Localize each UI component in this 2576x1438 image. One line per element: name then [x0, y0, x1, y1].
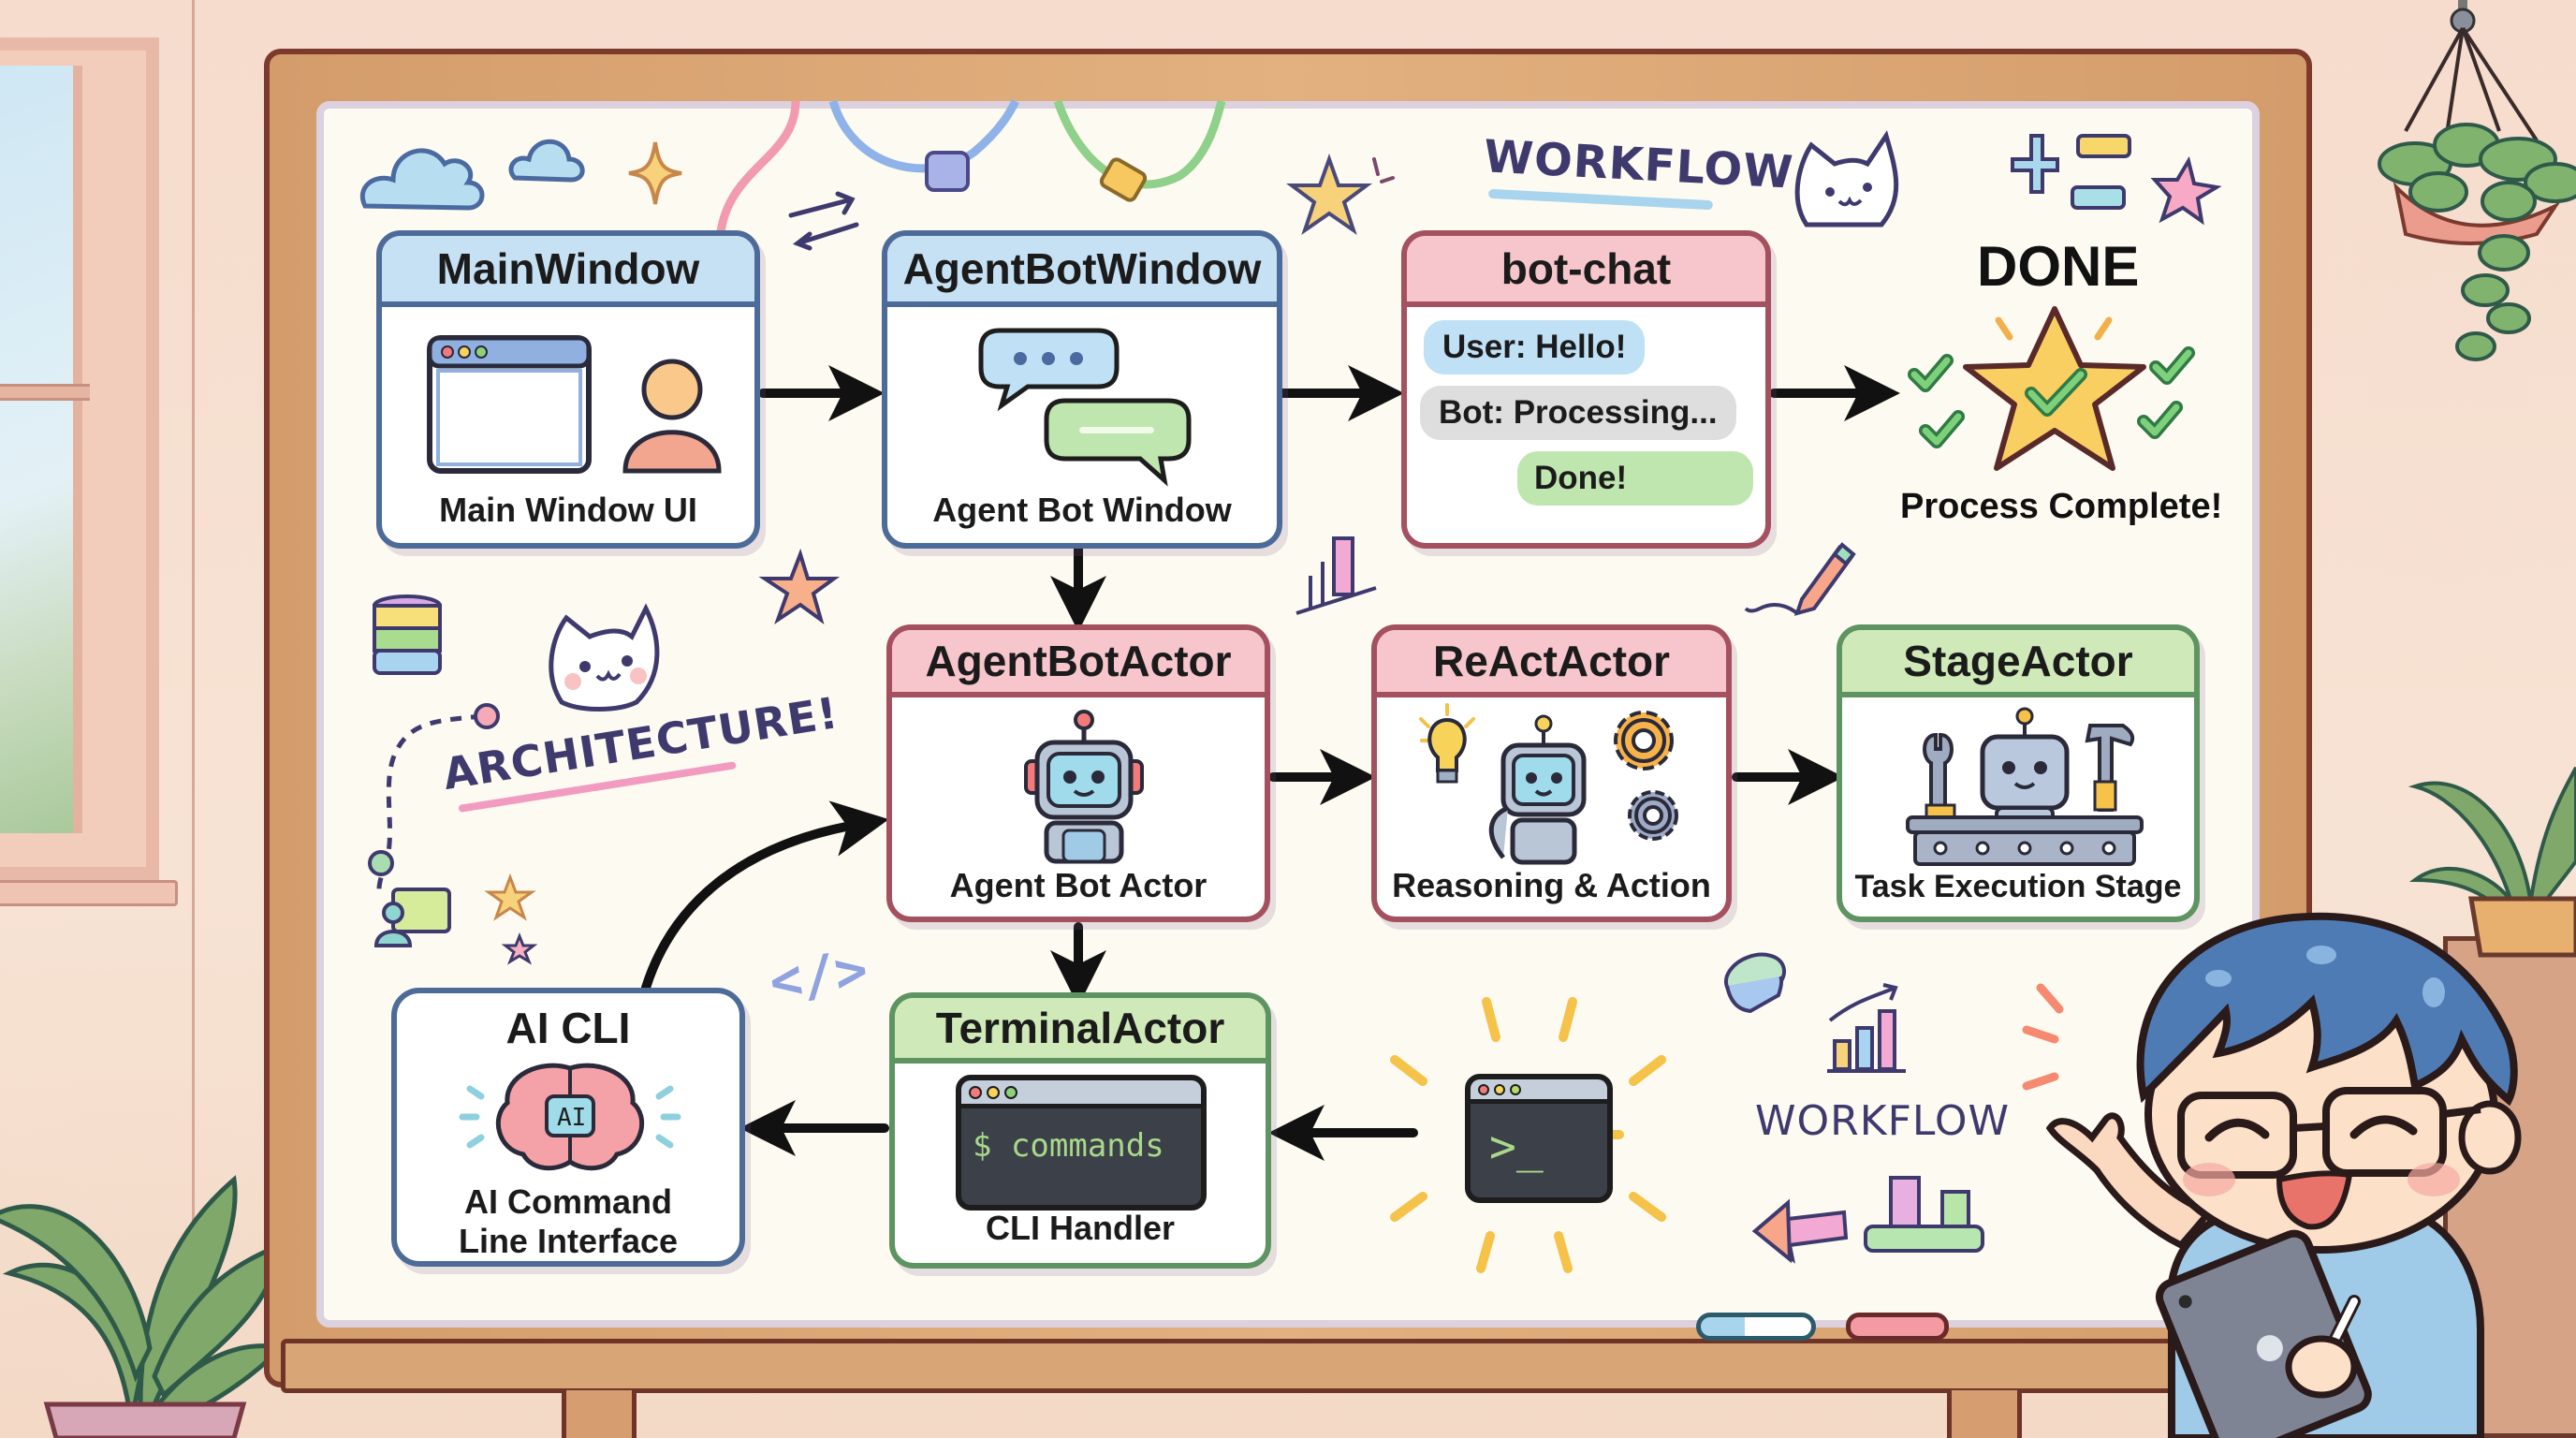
marker-blue[interactable] — [1696, 1313, 1816, 1341]
robot-thinking-icon — [1419, 703, 1678, 865]
ai-badge: AI — [557, 1104, 587, 1132]
dashed-path-icon — [368, 703, 500, 890]
node-title: AI CLI — [505, 1004, 631, 1052]
node-agentbotwindow[interactable]: AgentBotWindow Agent Bot Window — [882, 230, 1282, 549]
cables-icon — [716, 98, 1226, 233]
cat-face-top-icon — [1794, 130, 1899, 227]
node-caption: Agent Bot Window — [932, 491, 1232, 529]
star-pink-icon — [2150, 155, 2222, 226]
small-stars-icon — [484, 873, 538, 965]
room-window-glass — [0, 66, 82, 833]
chat-message-bot: Bot: Processing... — [1420, 386, 1736, 440]
data-ring-icon — [1724, 952, 1786, 1014]
potted-plant-right-icon — [2408, 767, 2576, 958]
node-agentbotactor[interactable]: AgentBotActor Agent Bot Actor — [886, 624, 1270, 922]
sparkle-icon — [628, 141, 682, 205]
cat-face-left-icon — [549, 603, 660, 712]
terminal-prompt-text: >_ — [1489, 1121, 1544, 1173]
back-arrow-icon — [1751, 1198, 1849, 1264]
room-window-sill — [0, 880, 178, 906]
robot-workbench-icon — [1906, 707, 2144, 866]
clouds-icon — [359, 139, 585, 211]
terminal-prompt-window[interactable]: >_ — [1465, 1074, 1613, 1203]
done-caption: Process Complete! — [1900, 487, 2223, 526]
ai-brain-icon — [459, 1063, 681, 1171]
excitement-marks-icon — [2022, 983, 2064, 1091]
chart-doodle-icon — [1295, 536, 1377, 615]
node-caption: Reasoning & Action — [1392, 866, 1711, 904]
done-title: DONE — [1977, 235, 2140, 298]
workflow-label-bottom: WORKFLOW — [1755, 1097, 2010, 1145]
character-presenter-icon — [2045, 912, 2522, 1438]
node-stageactor[interactable]: StageActor Task Execution Stage — [1837, 624, 2200, 922]
node-title: ReActActor — [1377, 630, 1726, 697]
browser-window-icon — [427, 335, 592, 474]
node-title: AgentBotWindow — [887, 236, 1277, 307]
node-title: StageActor — [1842, 630, 2194, 697]
whiteboard-leg-right — [1947, 1390, 2022, 1438]
star-yellow-icon — [1286, 154, 1395, 236]
robot-icon — [1024, 710, 1144, 864]
node-caption-line2: Line Interface — [458, 1222, 679, 1260]
node-reactactor[interactable]: ReActActor Reasoning & A — [1371, 624, 1732, 922]
user-avatar-icon — [622, 359, 722, 474]
node-caption: CLI Handler — [985, 1209, 1176, 1247]
terminal-titlebar — [1471, 1079, 1607, 1104]
block-shapes-icon — [1864, 1176, 1984, 1253]
star-orange-icon — [758, 548, 841, 625]
wall-corner-line — [192, 0, 195, 1438]
node-bot-chat[interactable]: bot-chat User: Hello! Bot: Processing...… — [1401, 230, 1771, 549]
eraser-pink[interactable] — [1846, 1313, 1949, 1341]
terminal-titlebar — [961, 1080, 1201, 1108]
node-title: bot-chat — [1407, 236, 1765, 307]
star-check-icon — [1908, 306, 2195, 471]
database-icon — [373, 594, 442, 675]
potted-plant-left-icon — [0, 1175, 285, 1438]
room-window-bar — [0, 384, 90, 401]
node-terminalactor[interactable]: TerminalActor $ commands CLI Handler — [889, 992, 1271, 1269]
terminal-command-text: $ commands — [973, 1127, 1164, 1165]
whiteboard-leg-left — [562, 1390, 637, 1438]
node-caption: Agent Bot Actor — [949, 866, 1208, 904]
node-title: MainWindow — [382, 236, 754, 307]
node-caption-line1: AI Command — [463, 1182, 672, 1221]
user-card-icon — [373, 888, 451, 947]
hanging-plant-icon — [2378, 0, 2576, 361]
pencil-icon — [1744, 542, 1856, 616]
plus-minus-icon — [2011, 134, 2131, 210]
edge-aicli-agentbotactor — [641, 800, 889, 992]
chat-message-user: User: Hello! — [1424, 320, 1646, 374]
node-title: TerminalActor — [895, 998, 1266, 1064]
node-title: AgentBotActor — [892, 630, 1265, 697]
node-caption: Main Window UI — [439, 491, 697, 529]
chat-message-done: Done! — [1517, 451, 1753, 506]
swap-arrows-icon — [788, 191, 859, 251]
whiteboard-tray — [281, 1339, 2303, 1393]
node-caption: Task Execution Stage — [1854, 869, 2182, 904]
chat-bubbles-icon — [978, 328, 1192, 487]
node-mainwindow[interactable]: MainWindow Main Window UI — [376, 230, 760, 549]
node-ai-cli[interactable]: AI CLI AI AI Command Line Interface — [391, 988, 745, 1267]
terminal-window: $ commands — [956, 1075, 1207, 1211]
growth-chart-icon — [1827, 983, 1906, 1073]
